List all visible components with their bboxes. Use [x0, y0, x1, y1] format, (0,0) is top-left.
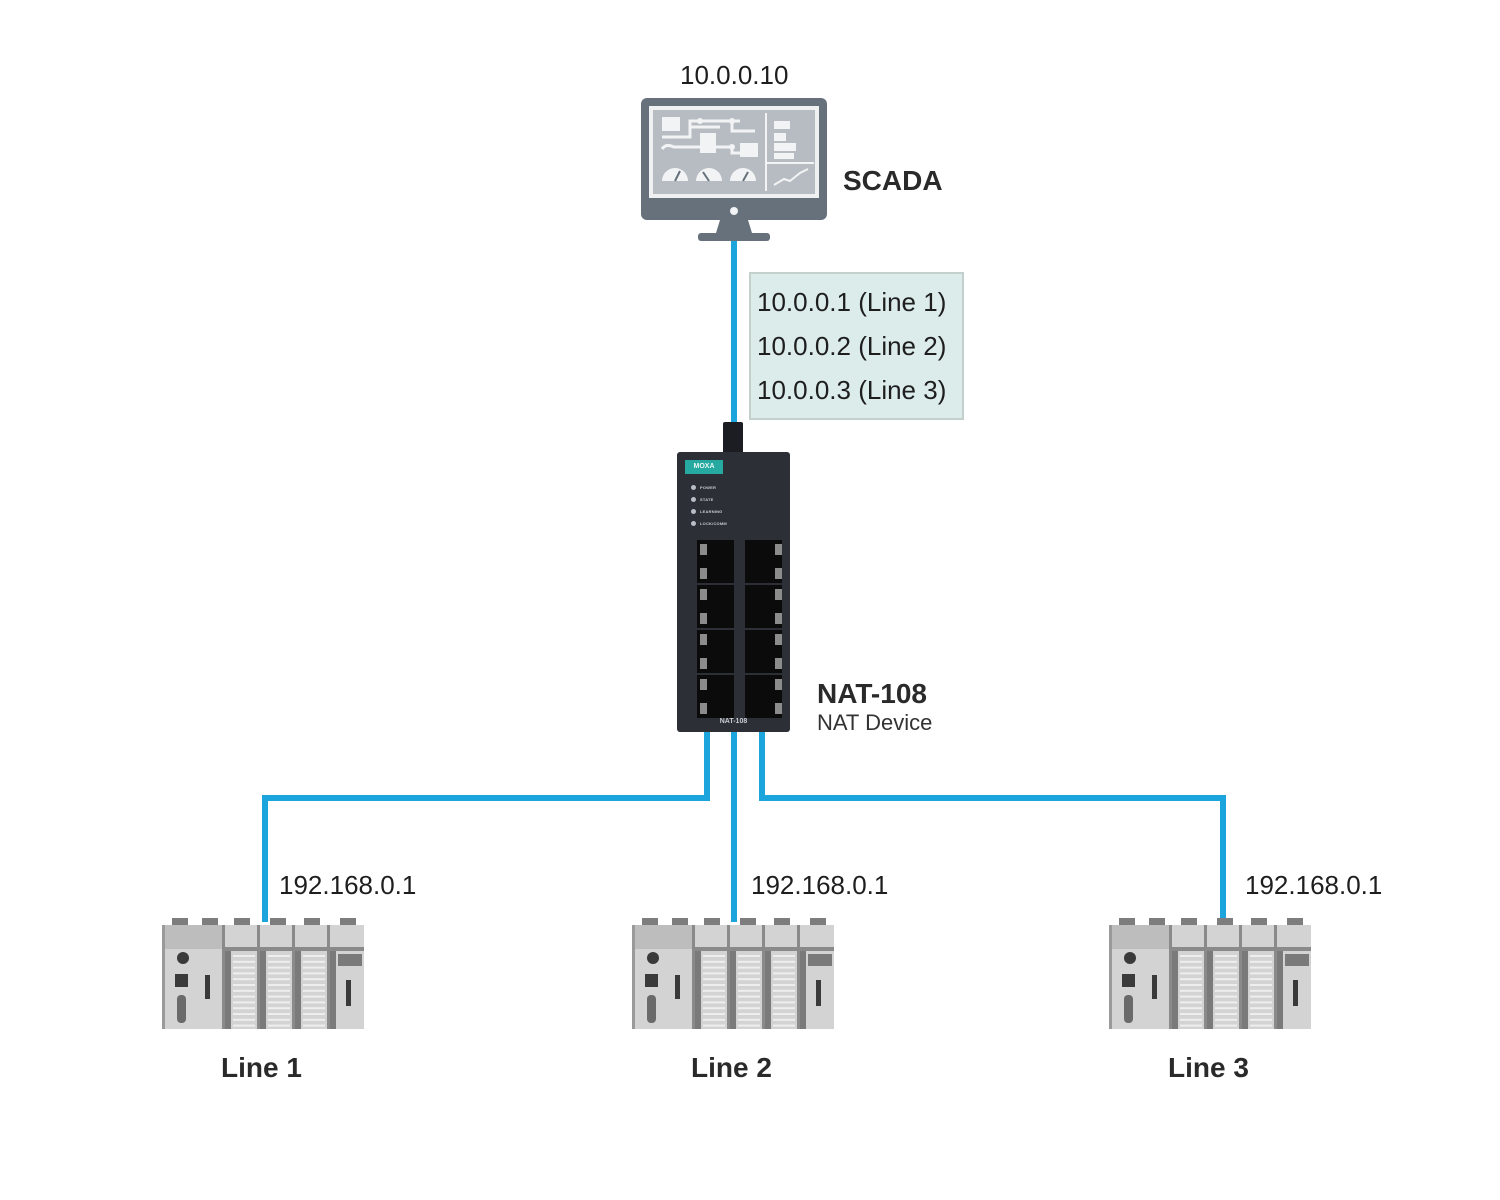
uplink-connector: [723, 422, 743, 456]
nat-device-description: NAT Device: [817, 710, 933, 735]
line1-ip-label: 192.168.0.1: [279, 870, 417, 900]
cable-nat-to-line1: [262, 730, 710, 922]
monitor-dashboard-icon[interactable]: [640, 97, 828, 245]
led-indicator: STATE: [691, 497, 714, 502]
nat-mapping-table: 10.0.0.1 (Line 1) 10.0.0.2 (Line 2) 10.0…: [749, 272, 965, 420]
faceplate-model: NAT-108: [719, 718, 748, 725]
line3-ip-label: 192.168.0.1: [1245, 870, 1383, 900]
led-indicator: LEARNING: [691, 509, 723, 514]
led-indicator: POWER: [691, 485, 716, 490]
nat-mapping-row: 10.0.0.3 (Line 3): [757, 375, 947, 405]
line1-label: Line 1: [221, 1052, 302, 1083]
plc-icon[interactable]: [632, 918, 834, 1035]
industrial-switch-icon[interactable]: MOXA POWER STATE LEARNING LOCK/COMM NAT-…: [677, 452, 790, 732]
plc-icon[interactable]: [1109, 918, 1311, 1035]
nat-mapping-row: 10.0.0.2 (Line 2): [757, 331, 947, 361]
cable-nat-to-line3: [759, 730, 1226, 922]
led-indicator: LOCK/COMM: [691, 521, 727, 526]
brand-badge: MOXA: [685, 460, 723, 474]
scada-label: SCADA: [843, 165, 943, 196]
line2-label: Line 2: [691, 1052, 772, 1083]
line2-ip-label: 192.168.0.1: [751, 870, 889, 900]
line3-label: Line 3: [1168, 1052, 1249, 1083]
nat-mapping-row: 10.0.0.1 (Line 1): [757, 287, 947, 317]
plc-icon[interactable]: [162, 918, 364, 1035]
nat-device-model: NAT-108: [817, 678, 927, 709]
scada-ip-label: 10.0.0.10: [680, 60, 789, 90]
